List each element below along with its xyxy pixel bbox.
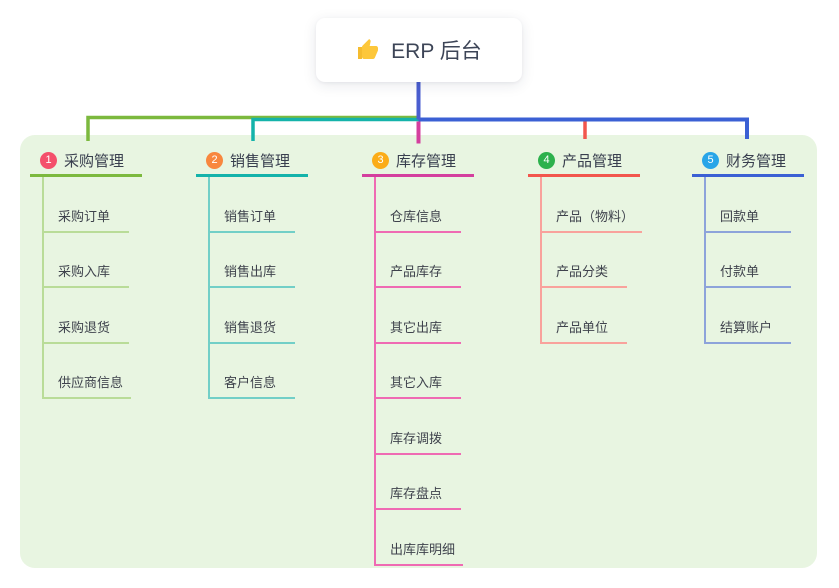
branch-title[interactable]: 2 销售管理: [196, 140, 308, 177]
thumbs-up-icon: [358, 39, 379, 59]
branch-item-label: 付款单: [720, 264, 760, 279]
branch-items: 销售订单销售出库销售退货客户信息: [208, 177, 308, 399]
branch-item[interactable]: 产品单位: [542, 288, 627, 344]
branch-item[interactable]: 采购入库: [44, 233, 129, 288]
branch-item[interactable]: 客户信息: [210, 344, 295, 399]
branch-item[interactable]: 其它入库: [376, 344, 461, 399]
branch-item-label: 结算账户: [720, 319, 773, 335]
branch-item[interactable]: 库存调拨: [376, 399, 461, 455]
branch-items: 产品（物料） 产品分类产品单位: [540, 177, 643, 344]
branch-item[interactable]: 其它出库: [376, 288, 461, 344]
branch-number-badge: 2: [206, 152, 223, 169]
branch-title[interactable]: 4 产品管理: [528, 140, 640, 177]
branch-item[interactable]: 销售退货: [210, 288, 295, 344]
branch-item[interactable]: 销售出库: [210, 233, 295, 288]
root-node[interactable]: ERP 后台: [316, 18, 522, 82]
branch-item-label: 采购订单: [58, 208, 111, 224]
branch-item-label: 产品分类: [556, 264, 609, 279]
branch-title[interactable]: 3 库存管理: [362, 140, 474, 177]
branch-title[interactable]: 1 采购管理: [30, 140, 142, 177]
branch-item[interactable]: 采购退货: [44, 288, 129, 344]
branch-number-badge: 4: [538, 152, 555, 169]
branch-label: 财务管理: [726, 153, 787, 170]
root-title: ERP 后台: [391, 40, 482, 63]
branch-item[interactable]: 产品分类: [542, 233, 627, 288]
branch-item-label: 其它入库: [390, 375, 443, 390]
branch-item[interactable]: 销售订单: [210, 177, 295, 233]
branch-node: 3 库存管理 仓库信息产品库存其它出库其它入库库存调拨库存盘点出库库明细: [362, 140, 474, 566]
branch-item-label: 采购退货: [58, 319, 111, 335]
branch-node: 1 采购管理 采购订单采购入库采购退货供应商信息: [30, 140, 142, 399]
branch-items: 仓库信息产品库存其它出库其它入库库存调拨库存盘点出库库明细: [374, 177, 474, 566]
branch-number-badge: 3: [372, 152, 389, 169]
branch-item-label: 产品库存: [390, 264, 443, 279]
branch-label: 采购管理: [64, 153, 125, 170]
branch-item[interactable]: 产品（物料）: [542, 177, 643, 233]
branch-item-label: 库存盘点: [390, 486, 443, 501]
branch-label: 产品管理: [562, 153, 623, 170]
branch-item[interactable]: 采购订单: [44, 177, 129, 233]
branch-item-label: 销售退货: [224, 319, 277, 335]
branch-node: 5 财务管理 回款单付款单结算账户: [692, 140, 804, 344]
branch-item-label: 销售出库: [224, 264, 277, 279]
branch-item-label: 回款单: [720, 208, 760, 224]
branch-item[interactable]: 库存盘点: [376, 455, 461, 510]
branch-item-label: 其它出库: [390, 319, 443, 335]
branch-title[interactable]: 5 财务管理: [692, 140, 804, 177]
branch-item[interactable]: 产品库存: [376, 233, 461, 288]
branch-item-label: 仓库信息: [390, 208, 443, 224]
branches-panel: [20, 135, 817, 568]
branch-item-label: 销售订单: [224, 208, 277, 224]
branch-item[interactable]: 出库库明细: [376, 510, 464, 566]
branch-item-label: 库存调拨: [390, 430, 443, 446]
branch-item[interactable]: 回款单: [706, 177, 791, 233]
branch-item[interactable]: 供应商信息: [44, 344, 132, 399]
branch-items: 回款单付款单结算账户: [704, 177, 804, 344]
branch-number-badge: 1: [40, 152, 57, 169]
branch-item[interactable]: 结算账户: [706, 288, 791, 344]
branch-item-label: 供应商信息: [58, 375, 124, 390]
branch-item[interactable]: 仓库信息: [376, 177, 461, 233]
branch-item-label: 出库库明细: [390, 541, 456, 557]
branch-items: 采购订单采购入库采购退货供应商信息: [42, 177, 142, 399]
branch-number-badge: 5: [702, 152, 719, 169]
branch-item-label: 客户信息: [224, 375, 277, 390]
branch-item-label: 产品单位: [556, 319, 609, 335]
branch-item[interactable]: 付款单: [706, 233, 791, 288]
branch-label: 库存管理: [396, 153, 457, 170]
branch-item-label: 采购入库: [58, 264, 111, 279]
branch-item-label: 产品（物料）: [556, 208, 635, 224]
branch-node: 2 销售管理 销售订单销售出库销售退货客户信息: [196, 140, 308, 399]
branch-node: 4 产品管理 产品（物料） 产品分类产品单位: [528, 140, 643, 344]
branch-label: 销售管理: [230, 153, 291, 170]
